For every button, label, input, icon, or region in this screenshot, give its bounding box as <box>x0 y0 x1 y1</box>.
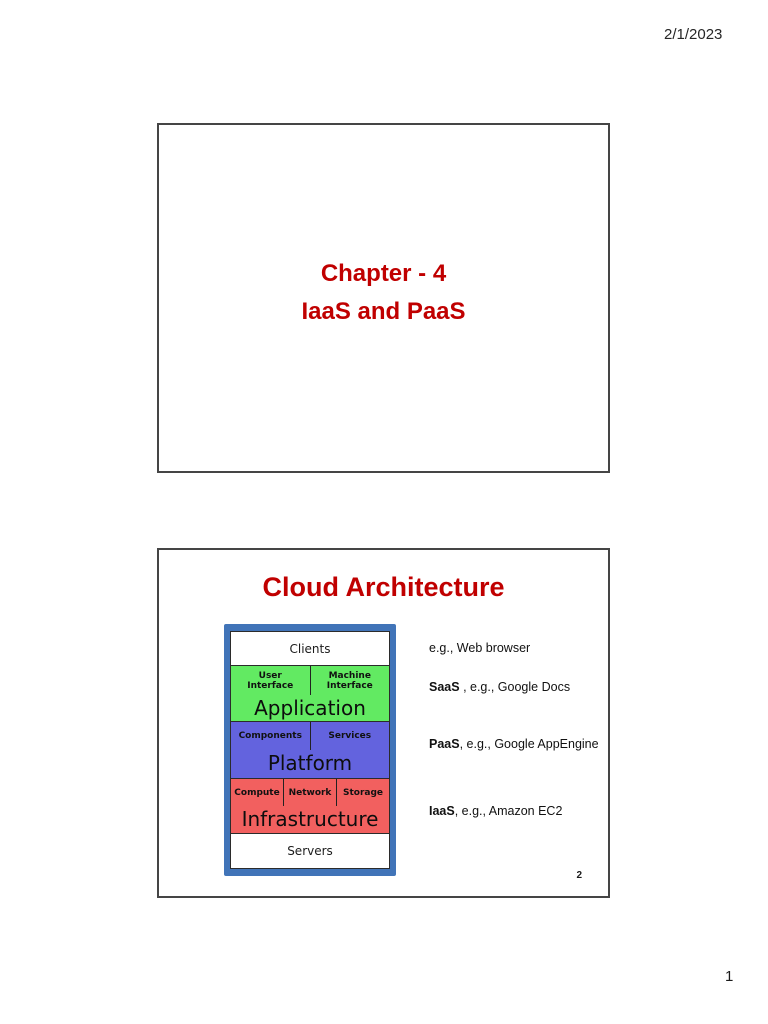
clients-label: Clients <box>289 641 331 656</box>
application-cells: User Interface Machine Interface <box>231 666 389 695</box>
slide1-title: Chapter - 4 IaaS and PaaS <box>159 255 608 331</box>
slide-2: Cloud Architecture Clients User Interfac… <box>157 548 610 898</box>
annotation-text: e.g., Web browser <box>429 641 531 655</box>
platform-cells: Components Services <box>231 722 389 750</box>
infrastructure-layer: Compute Network Storage Infrastructure <box>231 778 389 833</box>
platform-label: Platform <box>267 751 353 775</box>
application-layer: User Interface Machine Interface Applica… <box>231 665 389 721</box>
slide-number: 2 <box>576 870 582 881</box>
infrastructure-cells: Compute Network Storage <box>231 779 389 806</box>
annotation-saas: SaaS , e.g., Google Docs <box>429 680 570 694</box>
annotation-iaas: IaaS, e.g., Amazon EC2 <box>429 804 562 818</box>
servers-label: Servers <box>287 844 333 858</box>
machine-interface-cell: Machine Interface <box>309 666 390 695</box>
annotation-text: , e.g., Google Docs <box>459 680 571 694</box>
application-label: Application <box>254 696 366 720</box>
user-interface-cell: User Interface <box>247 670 294 691</box>
annotation-paas: PaaS, e.g., Google AppEngine <box>429 737 599 751</box>
annotation-text: , e.g., Google AppEngine <box>459 737 599 751</box>
storage-cell: Storage <box>336 779 389 806</box>
services-cell: Services <box>309 722 390 750</box>
network-cell: Network <box>283 779 336 806</box>
platform-layer: Components Services Platform <box>231 721 389 778</box>
servers-box: Servers <box>231 833 389 868</box>
page-number: 1 <box>725 968 734 985</box>
infrastructure-label: Infrastructure <box>241 807 379 831</box>
annotation-bold: SaaS <box>429 680 460 694</box>
cloud-stack: Clients User Interface Machine Interface… <box>230 631 390 869</box>
annotation-bold: IaaS <box>429 804 455 818</box>
annotation-bold: PaaS <box>429 737 460 751</box>
slide1-title-line1: Chapter - 4 <box>320 260 447 287</box>
slide2-title: Cloud Architecture <box>262 572 505 602</box>
slide-1: Chapter - 4 IaaS and PaaS <box>157 123 610 473</box>
components-cell: Components <box>238 731 302 741</box>
header-date: 2/1/2023 <box>664 26 723 43</box>
slide1-title-line2: IaaS and PaaS <box>301 298 466 325</box>
annotation-web-browser: e.g., Web browser <box>429 641 530 655</box>
compute-cell: Compute <box>234 787 280 798</box>
annotation-text: , e.g., Amazon EC2 <box>454 804 563 818</box>
clients-box: Clients <box>231 632 389 665</box>
cloud-stack-diagram: Clients User Interface Machine Interface… <box>224 624 396 876</box>
